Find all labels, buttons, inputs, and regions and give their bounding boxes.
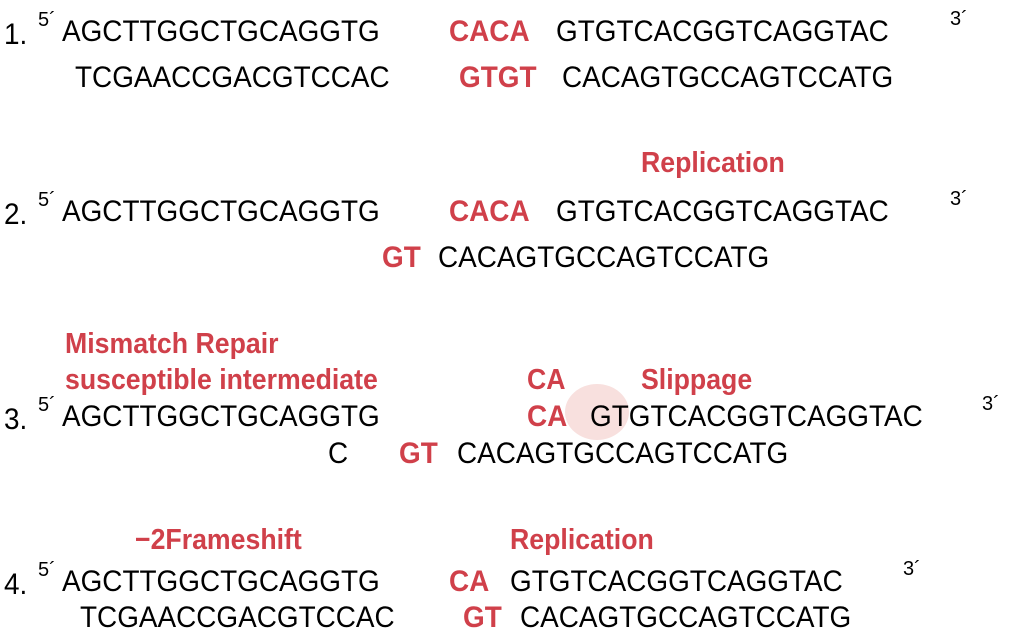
- five-prime-label: 5´: [38, 189, 56, 211]
- bottom-strand-repeat: GT: [399, 437, 438, 470]
- top-strand-right: GTGTCACGGTCAGGTAC: [590, 400, 923, 433]
- bottom-strand-left: TCGAACCGACGTCCAC: [80, 601, 395, 634]
- top-strand-left: AGCTTGGCTGCAGGTG: [62, 15, 380, 48]
- bottom-strand-right: CACAGTGCCAGTCCATG: [562, 61, 894, 94]
- five-prime-label: 5´: [38, 394, 56, 416]
- slippage-highlight: [565, 384, 629, 440]
- step-number: 2.: [4, 198, 28, 231]
- slippage-label: Slippage: [641, 364, 753, 396]
- five-prime-label: 5´: [38, 9, 56, 31]
- top-strand-right: GTGTCACGGTCAGGTAC: [510, 565, 843, 598]
- bottom-strand-repeat: GT: [463, 601, 502, 634]
- intermediate-label: susceptible intermediate: [65, 364, 378, 396]
- replication-label: Replication: [510, 524, 654, 556]
- three-prime-label: 3´: [982, 393, 1000, 415]
- frameshift-label: −2Frameshift: [135, 524, 302, 556]
- top-strand-repeat: CACA: [449, 195, 530, 228]
- three-prime-label: 3´: [903, 558, 921, 580]
- three-prime-label: 3´: [950, 188, 968, 210]
- step-number: 1.: [4, 18, 28, 51]
- top-strand-left: AGCTTGGCTGCAGGTG: [62, 195, 380, 228]
- bottom-strand-right: CACAGTGCCAGTCCATG: [520, 601, 852, 634]
- three-prime-label: 3´: [950, 8, 968, 30]
- step-number: 4.: [4, 568, 28, 601]
- top-strand-right: GTGTCACGGTCAGGTAC: [556, 195, 889, 228]
- top-strand-repeat: CA: [449, 565, 490, 598]
- replication-label: Replication: [641, 147, 785, 179]
- bottom-strand-repeat: GTGT: [459, 61, 537, 94]
- five-prime-label: 5´: [38, 559, 56, 581]
- top-strand-repeat: CACA: [449, 15, 530, 48]
- bottom-strand-right: CACAGTGCCAGTCCATG: [457, 437, 789, 470]
- mismatch-repair-label: Mismatch Repair: [65, 328, 279, 360]
- looped-out-repeat: CA: [527, 364, 566, 396]
- step-number: 3.: [4, 403, 28, 436]
- bottom-strand-repeat: GT: [382, 241, 421, 274]
- top-strand-left: AGCTTGGCTGCAGGTG: [62, 400, 380, 433]
- bottom-strand-right: CACAGTGCCAGTCCATG: [438, 241, 770, 274]
- top-strand-left: AGCTTGGCTGCAGGTG: [62, 565, 380, 598]
- top-strand-repeat: CA: [527, 400, 568, 433]
- top-strand-right: GTGTCACGGTCAGGTAC: [556, 15, 889, 48]
- bottom-strand-left: TCGAACCGACGTCCAC: [75, 61, 390, 94]
- bottom-strand-left: C: [328, 437, 349, 470]
